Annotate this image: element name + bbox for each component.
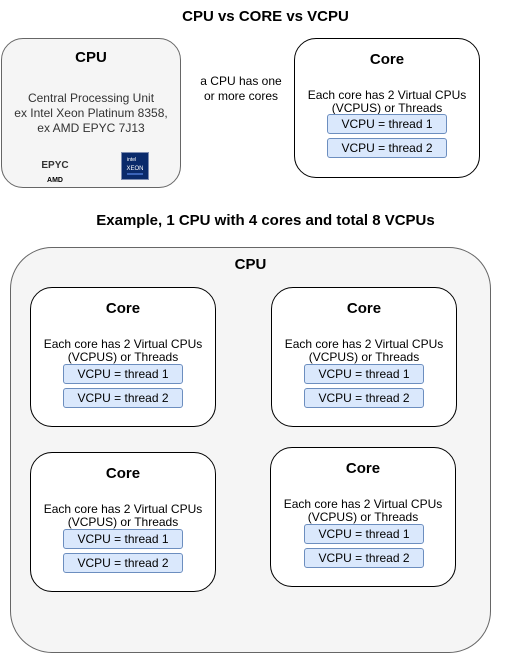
core-desc-line1: Each core has 2 Virtual CPUs bbox=[43, 502, 203, 516]
example-title: Example, 1 CPU with 4 cores and total 8 … bbox=[96, 212, 435, 229]
cpu-box: CPU Central Processing Unit ex Intel Xeo… bbox=[1, 38, 181, 188]
intel-logo-text: intel bbox=[127, 157, 136, 163]
core-desc-line2: (VCPUS) or Threads bbox=[67, 350, 179, 364]
cpu-box-title: CPU bbox=[75, 49, 107, 66]
vcpu-thread-1: VCPU = thread 1 bbox=[327, 114, 447, 134]
core-desc-line1: Each core has 2 Virtual CPUs bbox=[283, 497, 443, 511]
vcpu-thread-1: VCPU = thread 1 bbox=[63, 364, 183, 384]
example-core-2: Core Each core has 2 Virtual CPUs (VCPUS… bbox=[271, 287, 457, 427]
relation-note-line1: a CPU has one bbox=[200, 74, 282, 88]
example-core-1: Core Each core has 2 Virtual CPUs (VCPUS… bbox=[30, 287, 216, 427]
xeon-logo-text: XEON bbox=[126, 166, 143, 172]
vcpu-thread-1: VCPU = thread 1 bbox=[63, 529, 183, 549]
vcpu-thread-1: VCPU = thread 1 bbox=[304, 364, 424, 384]
core-box: Core Each core has 2 Virtual CPUs (VCPUS… bbox=[294, 38, 480, 178]
core-title: Core bbox=[345, 460, 381, 477]
core-title: Core bbox=[105, 465, 141, 482]
amd-epyc-logo-icon: EPYC AMD bbox=[40, 155, 70, 185]
core-desc-line2: (VCPUS) or Threads bbox=[307, 510, 419, 524]
core-box-line1: Each core has 2 Virtual CPUs bbox=[307, 88, 467, 102]
relation-note: a CPU has one or more cores bbox=[191, 74, 291, 104]
example-cpu-title: CPU bbox=[234, 256, 267, 273]
core-title: Core bbox=[346, 300, 382, 317]
core-title: Core bbox=[105, 300, 141, 317]
example-core-4: Core Each core has 2 Virtual CPUs (VCPUS… bbox=[270, 447, 456, 587]
diagram-title: CPU vs CORE vs VCPU bbox=[182, 8, 349, 25]
vcpu-thread-2: VCPU = thread 2 bbox=[327, 138, 447, 158]
vcpu-thread-2: VCPU = thread 2 bbox=[304, 548, 424, 568]
cpu-box-line2: ex Intel Xeon Platinum 8358, bbox=[14, 106, 168, 120]
cpu-box-line1: Central Processing Unit bbox=[27, 91, 155, 105]
vcpu-thread-2: VCPU = thread 2 bbox=[63, 388, 183, 408]
vcpu-thread-2: VCPU = thread 2 bbox=[304, 388, 424, 408]
epyc-logo-text: EPYC bbox=[41, 160, 68, 171]
amd-logo-text: AMD bbox=[47, 177, 63, 184]
example-core-3: Core Each core has 2 Virtual CPUs (VCPUS… bbox=[30, 452, 216, 592]
relation-note-line2: or more cores bbox=[203, 89, 279, 103]
intel-xeon-logo-icon: intel XEON bbox=[121, 152, 149, 180]
core-desc-line2: (VCPUS) or Threads bbox=[308, 350, 420, 364]
core-desc-line2: (VCPUS) or Threads bbox=[67, 515, 179, 529]
core-desc-line1: Each core has 2 Virtual CPUs bbox=[43, 337, 203, 351]
core-box-title: Core bbox=[369, 51, 405, 68]
vcpu-thread-2: VCPU = thread 2 bbox=[63, 553, 183, 573]
core-desc-line1: Each core has 2 Virtual CPUs bbox=[284, 337, 444, 351]
cpu-box-line3: ex AMD EPYC 7J13 bbox=[37, 121, 145, 135]
core-box-line2: (VCPUS) or Threads bbox=[331, 101, 443, 115]
vcpu-thread-1: VCPU = thread 1 bbox=[304, 524, 424, 544]
